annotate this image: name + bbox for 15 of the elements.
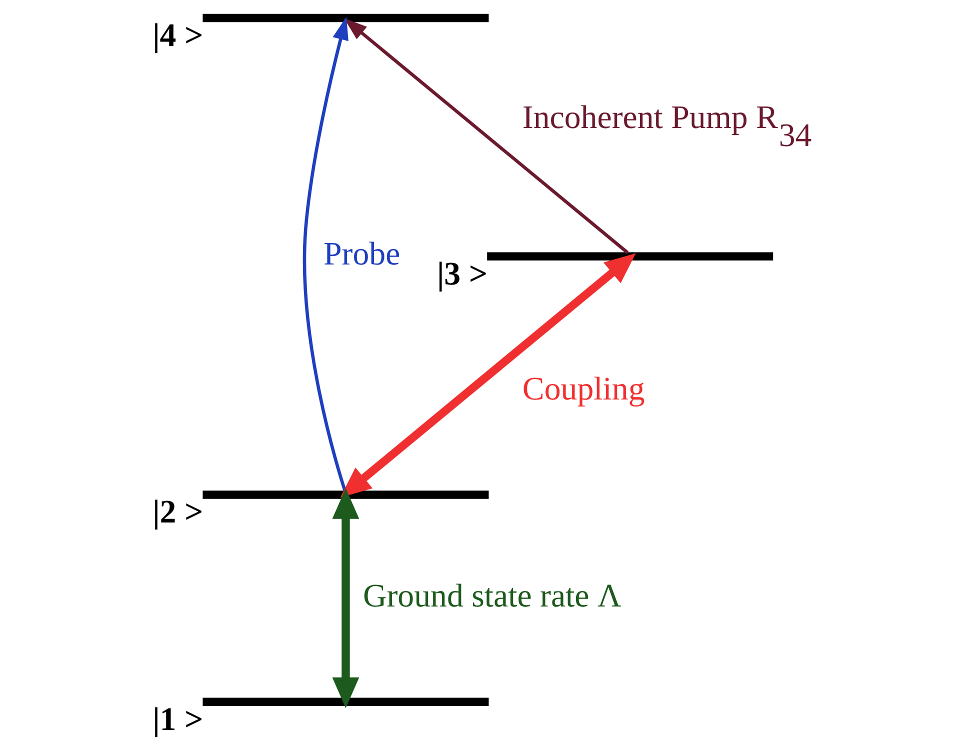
node-bar [202, 14, 488, 22]
edge-label: Ground state rate Λ [362, 578, 621, 614]
node-label: |2 > [152, 494, 203, 531]
node-label: |4 > [152, 18, 203, 54]
node-label: |3 > [436, 256, 488, 292]
node-bar [486, 252, 773, 260]
node-bar [202, 490, 488, 499]
edge-label: Coupling [522, 371, 644, 408]
arrow [340, 253, 636, 498]
arrow [344, 18, 628, 254]
arrow [332, 488, 359, 708]
node-bar [202, 698, 488, 706]
arrow [302, 16, 348, 492]
node-label: |1 > [152, 702, 203, 738]
edge-label: Probe [323, 236, 400, 273]
